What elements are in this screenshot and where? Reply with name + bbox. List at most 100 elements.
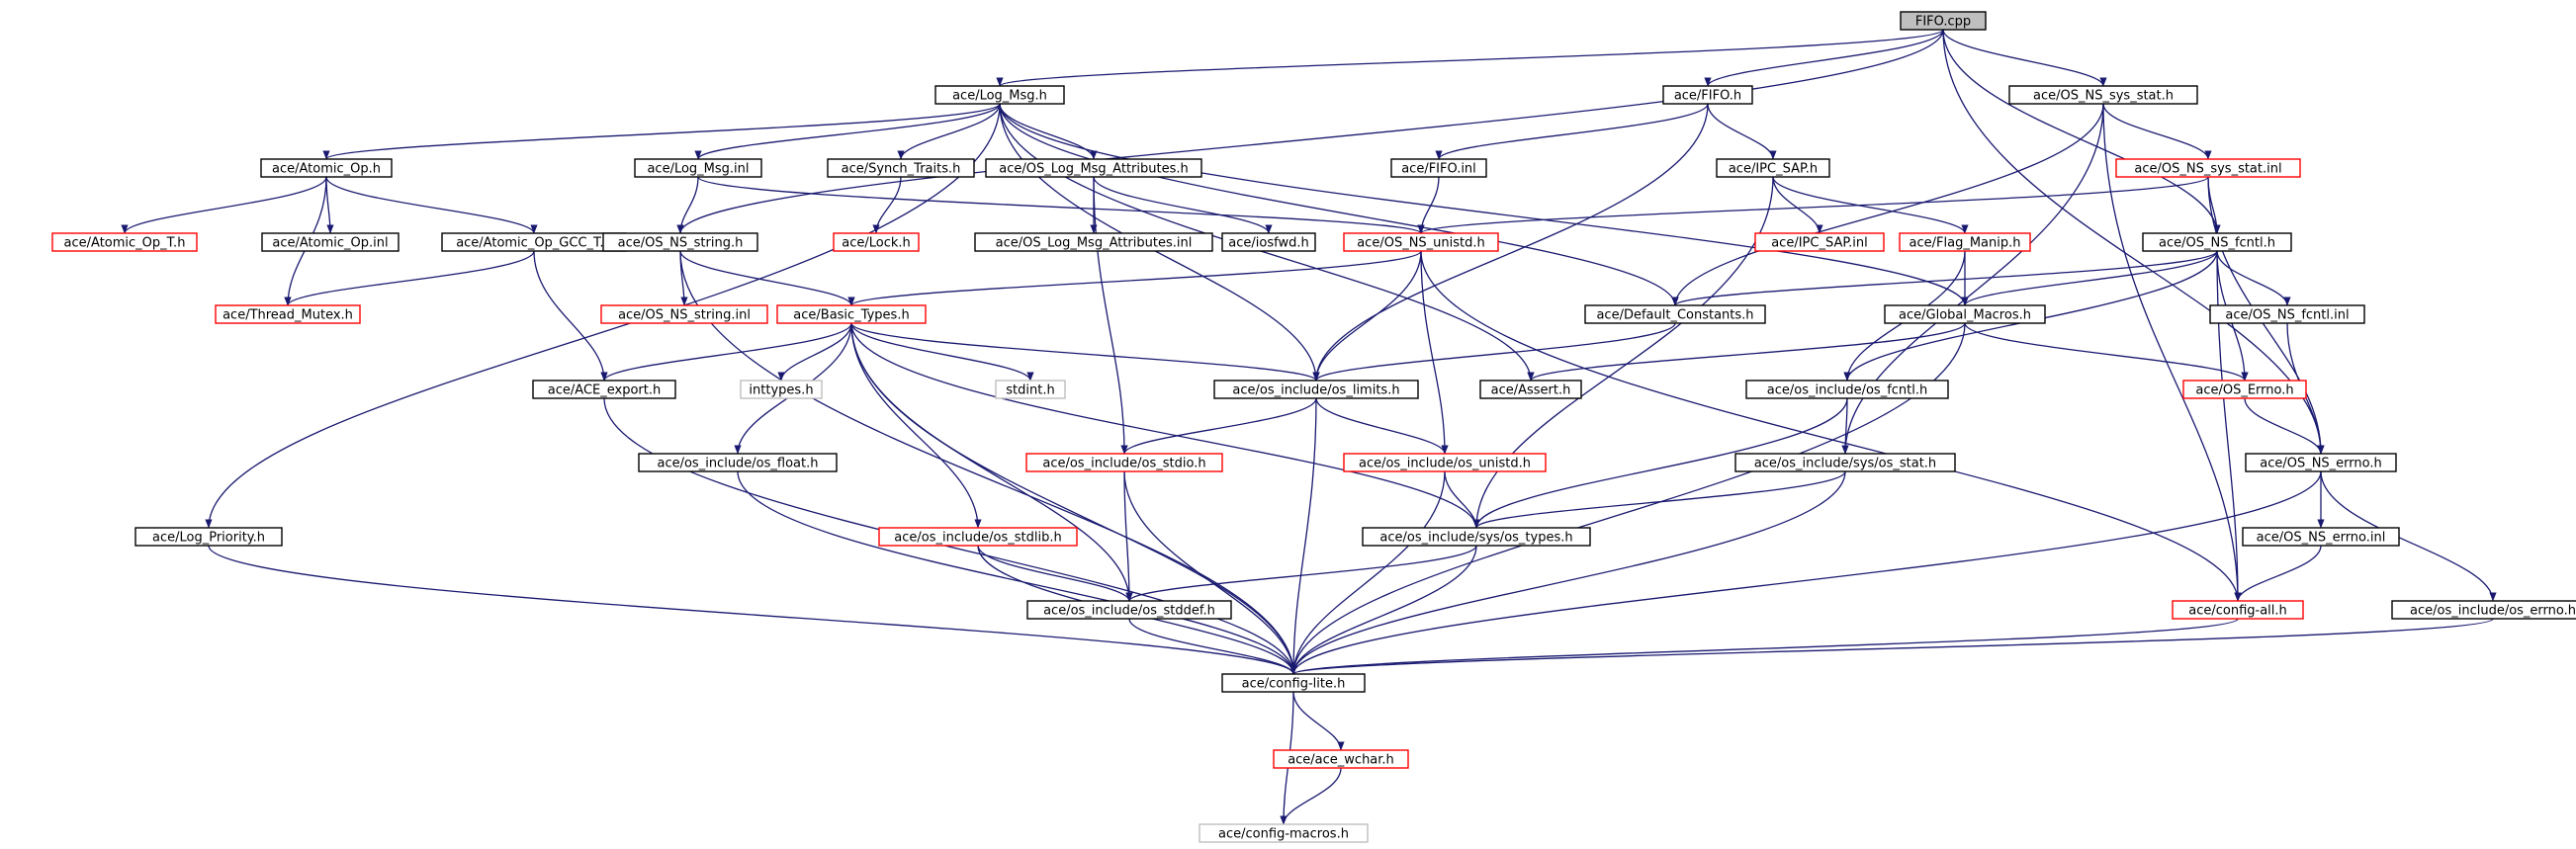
node-os-ns-errno-h[interactable]: ace/OS_NS_errno.h [2245, 453, 2397, 472]
node-lock-h[interactable]: ace/Lock.h [833, 232, 920, 252]
edge-os_include_errno_h-to-config_lite_h [1289, 618, 2494, 675]
node-log-msg-h[interactable]: ace/Log_Msg.h [934, 85, 1065, 105]
node-label: ace/os_include/os_errno.h [2410, 604, 2576, 619]
node-config-lite-h[interactable]: ace/config-lite.h [1221, 673, 1366, 693]
edge-fifo_h-to-fifo_inl [1435, 103, 1709, 160]
node-os-stddef-h[interactable]: ace/os_include/os_stddef.h [1026, 600, 1232, 620]
node-os-ns-errno-inl[interactable]: ace/OS_NS_errno.inl [2242, 527, 2400, 547]
node-fifo-inl[interactable]: ace/FIFO.inl [1390, 158, 1487, 178]
edge-os_ns_fcntl_h-to-global_macros_h [1961, 250, 2218, 306]
node-ace-wchar-h[interactable]: ace/ace_wchar.h [1273, 749, 1409, 769]
edge-basic_types_h-to-os_limits_h [850, 322, 1320, 382]
edge-os_ns_sys_stat_inl-to-os_ns_errno_h [2207, 176, 2325, 455]
node-stdint-h[interactable]: stdint.h [995, 380, 1066, 399]
node-ace-export-h[interactable]: ace/ACE_export.h [532, 380, 676, 399]
node-os-ns-unistd-h[interactable]: ace/OS_NS_unistd.h [1343, 232, 1499, 252]
node-label: ace/OS_NS_string.h [618, 236, 744, 251]
node-fifo-cpp[interactable]: FIFO.cpp [1900, 11, 1987, 31]
node-label: ace/OS_NS_sys_stat.h [2033, 89, 2174, 104]
node-box [827, 158, 975, 178]
edge-os_ns_sys_stat_h-to-sys_os_stat_h [1841, 103, 2104, 455]
node-os-ns-fcntl-h[interactable]: ace/OS_NS_fcntl.h [2142, 232, 2292, 252]
edge-os_ns_unistd_h-to-os_limits_h [1312, 250, 1422, 382]
node-config-all-h[interactable]: ace/config-all.h [2172, 600, 2304, 620]
node-label: ace/Assert.h [1491, 383, 1571, 398]
node-os-ns-sys-stat-inl[interactable]: ace/OS_NS_sys_stat.inl [2115, 158, 2301, 178]
node-os-float-h[interactable]: ace/os_include/os_float.h [638, 453, 838, 472]
node-os-log-msg-attr-h[interactable]: ace/OS_Log_Msg_Attributes.h [985, 158, 1202, 178]
node-log-priority-h[interactable]: ace/Log_Priority.h [134, 527, 283, 547]
node-ipc-sap-inl[interactable]: ace/IPC_SAP.inl [1754, 232, 1885, 252]
edge-os_ns_fcntl_h-to-default_constants_h [1671, 250, 2218, 306]
edge-atomic_op_gcc_t_h-to-ace_export_h [533, 250, 608, 382]
node-os-ns-string-h[interactable]: ace/OS_NS_string.h [602, 232, 758, 252]
node-box [2172, 600, 2304, 620]
node-box [602, 232, 758, 252]
node-box [2209, 304, 2365, 324]
edge-os_ns_unistd_h-to-config_all_h [1420, 250, 2242, 602]
node-atomic-op-t-h[interactable]: ace/Atomic_Op_T.h [51, 232, 198, 252]
node-sys-os-stat-h[interactable]: ace/os_include/sys/os_stat.h [1734, 453, 1956, 472]
node-os-limits-h[interactable]: ace/os_include/os_limits.h [1213, 380, 1419, 399]
edge-log_msg_h-to-global_macros_h [999, 103, 1969, 306]
node-box [532, 380, 676, 399]
node-os-stdio-h[interactable]: ace/os_include/os_stdio.h [1025, 453, 1223, 472]
edge-os_ns_errno_inl-to-config_all_h [2234, 545, 2322, 602]
edge-ace_export_h-to-config_lite_h [603, 397, 1297, 675]
edge-config_lite_h-to-ace_wchar_h [1292, 691, 1345, 751]
node-os-ns-sys-stat-h[interactable]: ace/OS_NS_sys_stat.h [2008, 85, 2198, 105]
edge-basic_types_h-to-os_stdlib_h [850, 322, 982, 529]
node-atomic-op-h[interactable]: ace/Atomic_Op.h [260, 158, 393, 178]
node-log-msg-inl[interactable]: ace/Log_Msg.inl [634, 158, 762, 178]
node-os-unistd-h[interactable]: ace/os_include/os_unistd.h [1343, 453, 1547, 472]
node-box [878, 527, 1078, 547]
node-label: ace/os_include/os_stddef.h [1043, 604, 1215, 619]
node-config-macros-h[interactable]: ace/config-macros.h [1199, 823, 1369, 843]
edge-fifo_cpp-to-fifo_h [1704, 29, 1944, 87]
node-thread-mutex-h[interactable]: ace/Thread_Mutex.h [215, 304, 361, 324]
node-os-ns-fcntl-inl[interactable]: ace/OS_NS_fcntl.inl [2209, 304, 2365, 324]
node-label: ace/ACE_export.h [548, 383, 661, 398]
node-label: ace/OS_NS_unistd.h [1357, 236, 1485, 251]
edge-fifo_cpp-to-os_ns_fcntl_h [1942, 29, 2221, 234]
edge-atomic_op_h-to-atomic_op_gcc_t_h [325, 176, 538, 234]
edge-default_constants_h-to-os_limits_h [1312, 322, 1676, 382]
node-label: ace/ace_wchar.h [1288, 753, 1394, 768]
node-assert-h[interactable]: ace/Assert.h [1479, 380, 1582, 399]
node-os-stdlib-h[interactable]: ace/os_include/os_stdlib.h [878, 527, 1078, 547]
node-sys-os-types-h[interactable]: ace/os_include/sys/os_types.h [1362, 527, 1591, 547]
node-flag-manip-h[interactable]: ace/Flag_Manip.h [1899, 232, 2031, 252]
node-box [1884, 304, 2046, 324]
node-box [1343, 232, 1499, 252]
node-label: ace/Atomic_Op_T.h [64, 236, 186, 251]
node-os-fcntl-h[interactable]: ace/os_include/os_fcntl.h [1745, 380, 1949, 399]
node-os-ns-string-inl[interactable]: ace/OS_NS_string.inl [600, 304, 768, 324]
edge-os_unistd_h-to-sys_os_types_h [1444, 470, 1480, 529]
node-atomic-op-gcc-t-h[interactable]: ace/Atomic_Op_GCC_T.h [441, 232, 627, 252]
edge-os_ns_sys_stat_h-to-config_all_h [2102, 103, 2242, 602]
node-os-include-errno-h[interactable]: ace/os_include/os_errno.h [2391, 600, 2576, 620]
edge-os_stddef_h-to-config_lite_h [1128, 618, 1297, 675]
node-os-log-msg-attr-inl[interactable]: ace/OS_Log_Msg_Attributes.inl [974, 232, 1213, 252]
edge-os_ns_string_h-to-basic_types_h [679, 250, 855, 306]
node-inttypes-h[interactable]: inttypes.h [740, 380, 823, 399]
node-iosfwd-h[interactable]: ace/iosfwd.h [1221, 232, 1316, 252]
node-label: ace/os_include/sys/os_types.h [1379, 531, 1572, 546]
node-box [1213, 380, 1419, 399]
node-box [1584, 304, 1766, 324]
node-basic-types-h[interactable]: ace/Basic_Types.h [776, 304, 927, 324]
node-synch-traits-h[interactable]: ace/Synch_Traits.h [827, 158, 975, 178]
node-fifo-h[interactable]: ace/FIFO.h [1662, 85, 1753, 105]
node-atomic-op-inl[interactable]: ace/Atomic_Op.inl [261, 232, 400, 252]
edge-os_log_msg_attr_h-to-iosfwd_h [1093, 176, 1273, 234]
node-box [1025, 453, 1223, 472]
edge-os_limits_h-to-config_lite_h [1289, 397, 1317, 675]
node-default-constants-h[interactable]: ace/Default_Constants.h [1584, 304, 1766, 324]
edge-os_ns_sys_stat_h-to-default_constants_h [1671, 103, 2104, 306]
node-ipc-sap-h[interactable]: ace/IPC_SAP.h [1716, 158, 1830, 178]
node-os-errno-h[interactable]: ace/OS_Errno.h [2182, 380, 2307, 399]
node-global-macros-h[interactable]: ace/Global_Macros.h [1884, 304, 2046, 324]
node-box [51, 232, 198, 252]
edge-os_limits_h-to-os_stdio_h [1120, 397, 1317, 455]
